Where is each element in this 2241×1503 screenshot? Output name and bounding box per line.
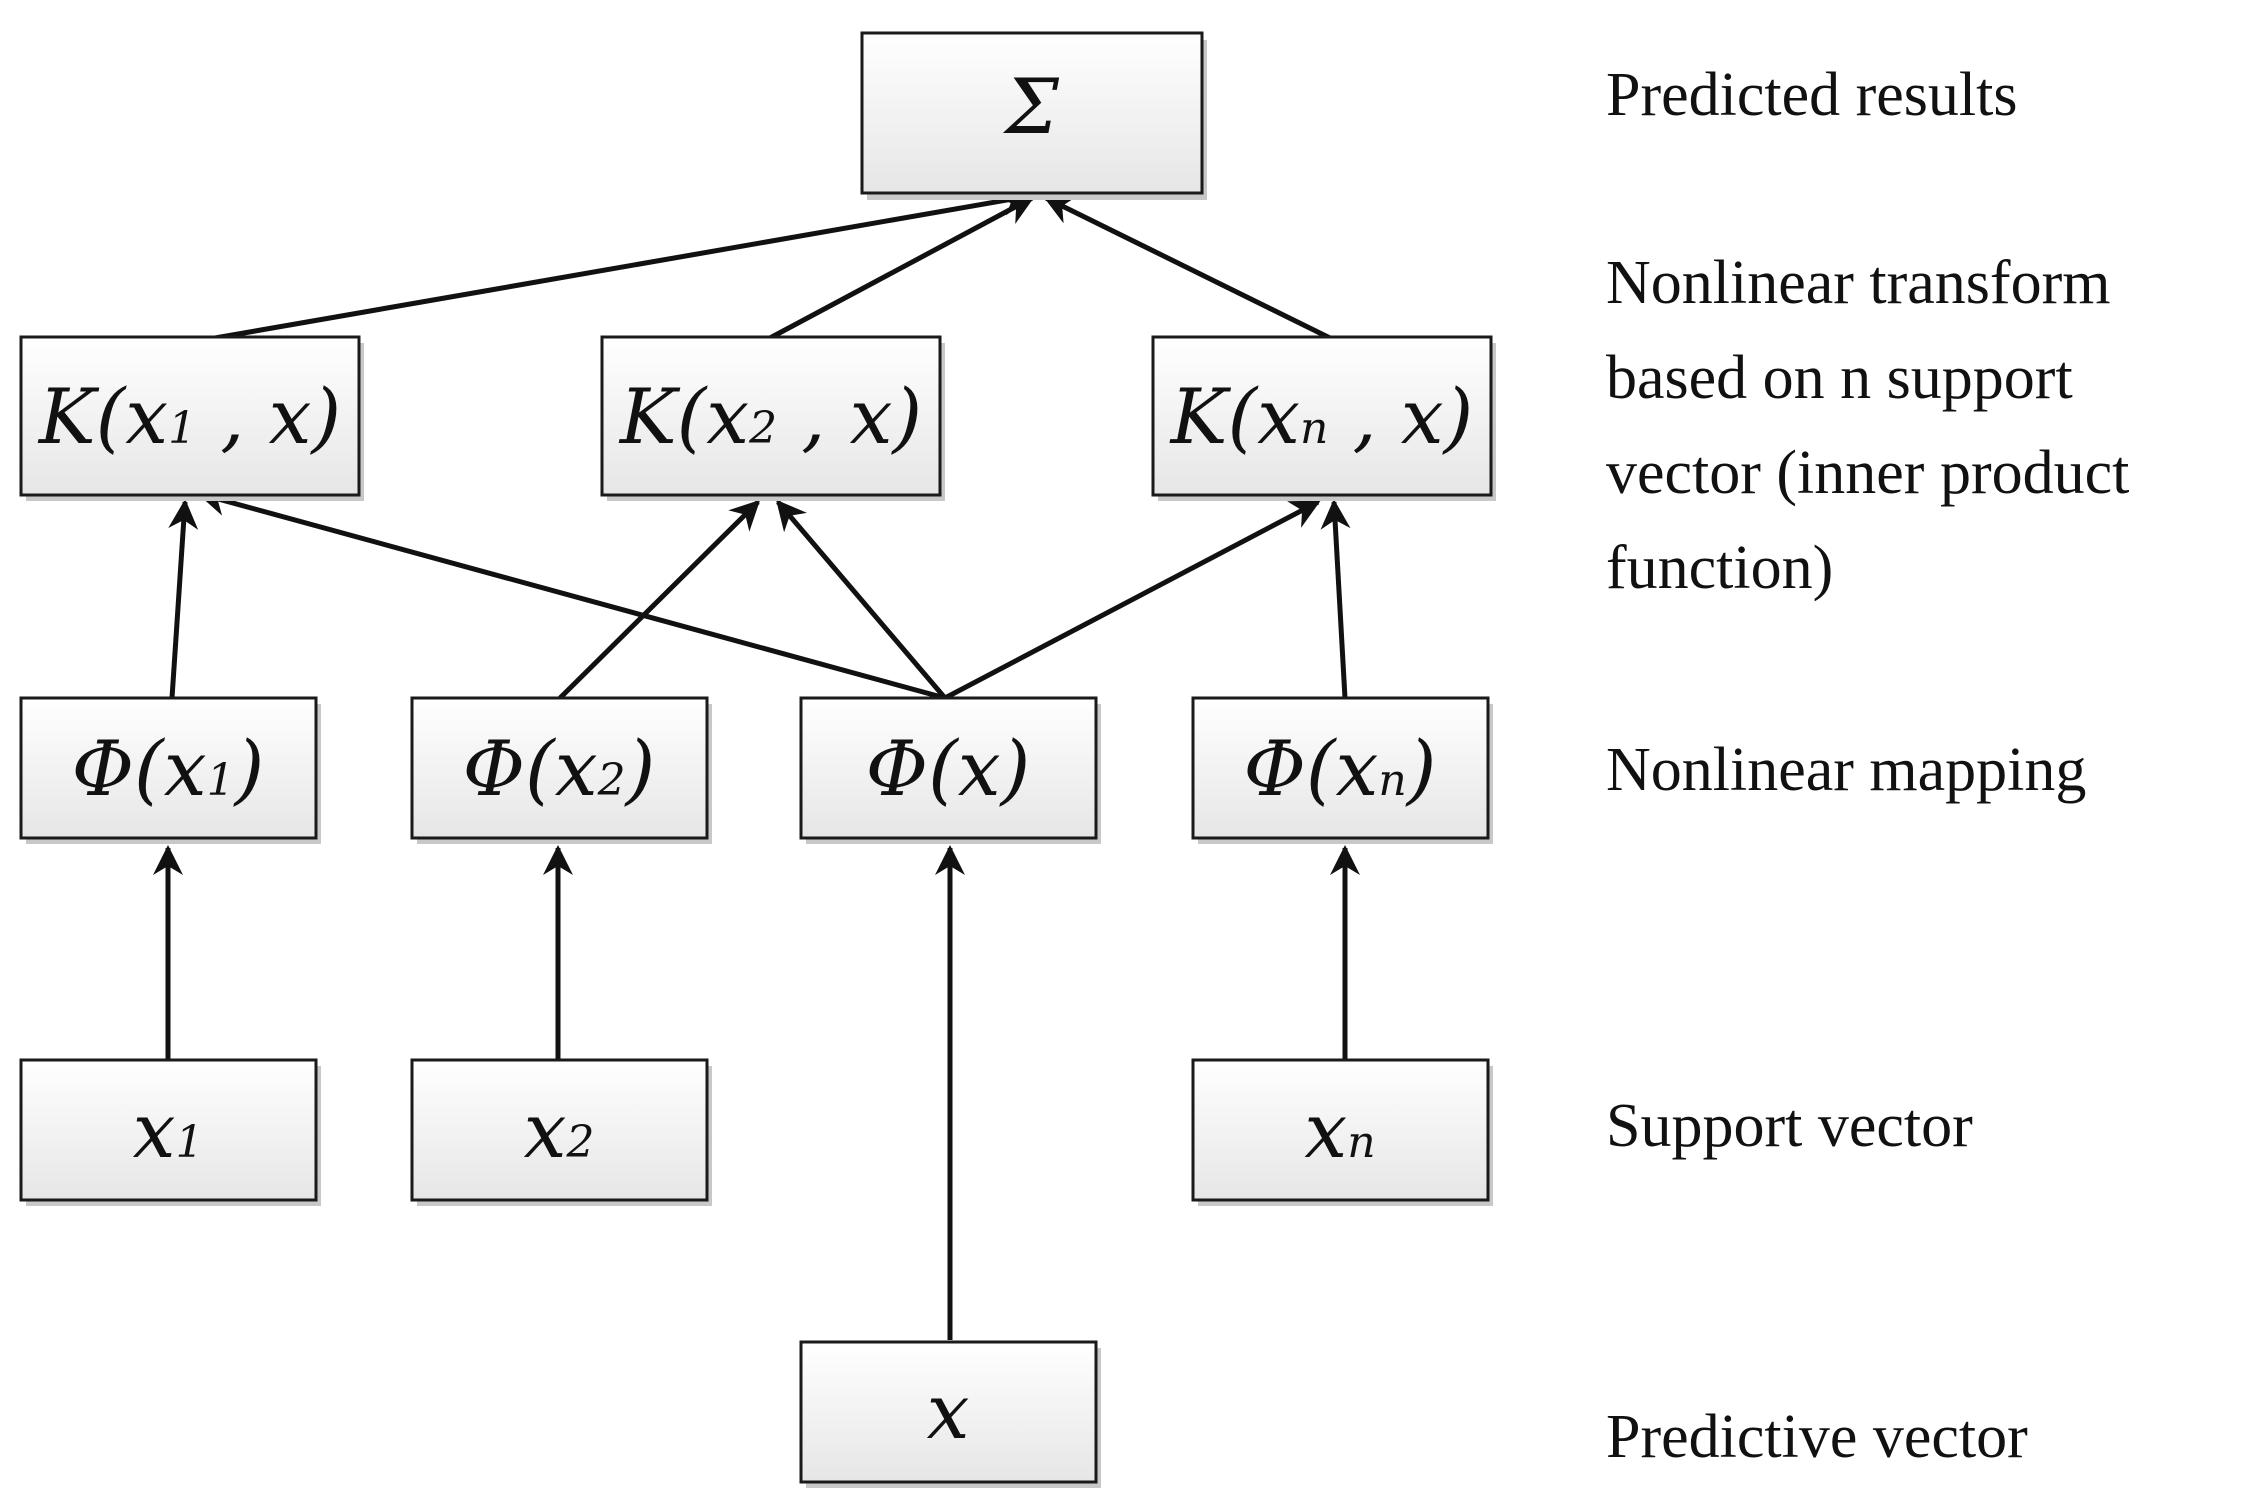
node-phin-label: Φ(xn)	[1244, 724, 1437, 813]
node-xn-label: xn	[1304, 1086, 1375, 1175]
node-phi2-sub: 2	[597, 755, 626, 806]
layer-label-nonlinear-mapping: Nonlinear mapping	[1606, 736, 2086, 804]
node-kn-label: K(xn , x)	[1169, 372, 1474, 461]
node-kn-post: , x)	[1328, 372, 1473, 461]
node-phix: Φ(x)	[799, 696, 1101, 844]
node-x2: x2	[410, 1058, 712, 1206]
node-k2-pre: K(x	[618, 372, 749, 461]
edge-phin-to-kn	[1320, 499, 1351, 699]
node-phi2-pre: Φ(x	[463, 724, 598, 813]
node-k1-sub: 1	[168, 403, 196, 454]
node-k1-label: K(x1 , x)	[37, 372, 341, 461]
edges	[153, 185, 1360, 1340]
edge-phi2-to-k2	[558, 499, 761, 700]
node-phi2-label: Φ(x2)	[463, 724, 655, 813]
node-xn-sub: n	[1347, 1117, 1375, 1168]
node-phi1-pre: Φ(x	[72, 724, 207, 813]
layer-label-transform-line-1: Nonlinear transform	[1606, 249, 2110, 317]
node-x1-pre: x	[133, 1086, 176, 1175]
layer-label-mapping-line-1: Nonlinear mapping	[1606, 736, 2086, 804]
node-k2-label: K(x2 , x)	[618, 372, 922, 461]
node-kn: K(xn , x)	[1151, 335, 1496, 501]
node-x2-sub: 2	[565, 1117, 594, 1168]
node-phi1-sub: 1	[207, 755, 235, 806]
node-xn: xn	[1191, 1058, 1493, 1206]
node-xn-pre: x	[1304, 1086, 1347, 1175]
edge-k2-to-sum	[768, 195, 1035, 341]
node-k1: K(x1 , x)	[19, 335, 364, 501]
node-x1: x1	[19, 1058, 321, 1206]
node-sum: Σ	[860, 31, 1207, 200]
node-phix-pre: Φ(x)	[866, 724, 1030, 813]
node-phi2-post: )	[624, 724, 656, 813]
layer-label-predicted: Predicted results	[1606, 61, 2018, 129]
node-phi1: Φ(x1)	[19, 696, 321, 844]
node-phin: Φ(xn)	[1191, 696, 1493, 844]
node-sum-label: Σ	[1002, 62, 1060, 151]
edge-phix-to-k1	[197, 486, 946, 701]
node-kn-pre: K(x	[1169, 372, 1300, 461]
node-x1-sub: 1	[175, 1117, 203, 1168]
edge-phix-to-k2	[776, 499, 947, 700]
nodes: Σ K(x1 , x) K(x2 , x) K(xn , x) Φ(x1)	[19, 31, 1496, 1488]
node-k2-post: , x)	[777, 372, 922, 461]
node-kn-sub: n	[1300, 403, 1328, 454]
node-k1-pre: K(x	[37, 372, 168, 461]
node-x1-label: x1	[133, 1086, 204, 1175]
node-phix-label: Φ(x)	[866, 724, 1030, 813]
layer-label-support-vector: Support vector	[1606, 1092, 1973, 1160]
node-phi1-label: Φ(x1)	[72, 724, 264, 813]
layer-label-nonlinear-transform: Nonlinear transform based on n support v…	[1606, 249, 2145, 602]
node-k2-sub: 2	[748, 403, 777, 454]
node-phin-post: )	[1405, 724, 1437, 813]
layer-label-predicted-line-1: Predicted results	[1606, 61, 2018, 129]
node-phin-sub: n	[1378, 755, 1406, 806]
node-phin-pre: Φ(x	[1244, 724, 1379, 813]
layer-label-transform-line-3: vector (inner product	[1606, 439, 2129, 507]
layer-label-support-line-1: Support vector	[1606, 1092, 1973, 1160]
node-x2-label: x2	[524, 1086, 595, 1175]
node-k1-post: , x)	[196, 372, 341, 461]
layer-label-predictive-line-1: Predictive vector	[1606, 1403, 2028, 1471]
edge-kn-to-sum	[1043, 195, 1332, 341]
layer-labels: Predicted results Nonlinear transform ba…	[1606, 61, 2145, 1471]
edge-k1-to-sum	[214, 185, 1033, 341]
edge-phi1-to-k1	[168, 499, 199, 699]
node-x: x	[799, 1340, 1101, 1488]
node-phi1-post: )	[233, 724, 265, 813]
edge-phix-to-kn	[943, 499, 1321, 701]
layer-label-predictive-vector: Predictive vector	[1606, 1403, 2028, 1471]
node-k2: K(x2 , x)	[600, 335, 945, 501]
node-x-label: x	[927, 1367, 970, 1456]
layer-label-transform-line-4: function)	[1606, 534, 1833, 602]
node-x2-pre: x	[524, 1086, 567, 1175]
node-phi2: Φ(x2)	[410, 696, 712, 844]
layer-label-transform-line-2: based on n support	[1606, 344, 2073, 412]
